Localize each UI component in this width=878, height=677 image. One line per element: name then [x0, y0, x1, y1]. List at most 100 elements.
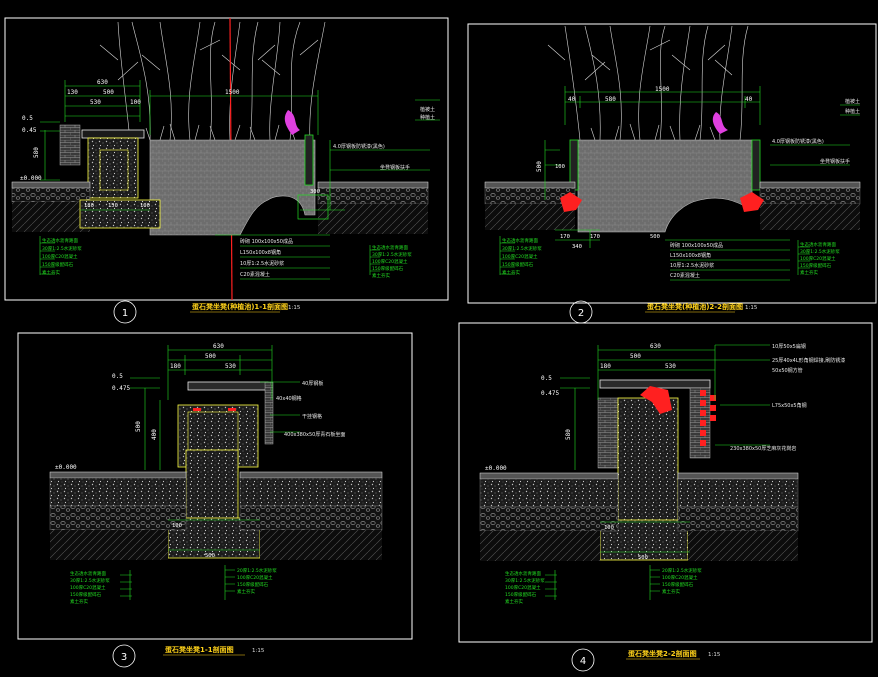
layer: 30厚1:2.5水泥砂浆 [502, 245, 542, 252]
planter-masonry [577, 139, 753, 233]
dim-580: 580 [605, 96, 616, 103]
note: 10厚1:2.5水泥砂浆 [670, 262, 714, 269]
dim-500v: 500 [135, 421, 142, 432]
layer: 150厚级配碎石 [800, 262, 832, 269]
layer: 100厚C20混凝土 [70, 584, 106, 591]
dim-500: 500 [630, 353, 641, 360]
seat-pier [617, 397, 679, 529]
layer: 素土夯实 [42, 269, 60, 276]
elev-045: 0.45 [22, 127, 37, 134]
layer: 30厚1:2.5水泥砂浆 [42, 245, 82, 252]
panel-3: 630 500 180 530 0.5 0.475 500 400 ±0.000… [17, 332, 413, 668]
steel-edge [304, 134, 314, 186]
layer: 150厚级配碎石 [505, 591, 537, 598]
dim-40b: 40 [745, 96, 753, 103]
paving-left [11, 181, 91, 189]
panel-1: 630 130 500 530 100 1500 0.5 0.45 580 ±0… [4, 17, 449, 324]
dim-530: 530 [90, 99, 101, 106]
panel-2-frame [467, 23, 877, 304]
anchor-points [193, 408, 236, 411]
dim-300: 300 [310, 189, 320, 195]
layer: 素土夯实 [800, 269, 818, 276]
note: 4.0厚钢板防锈漆(黑色) [772, 138, 824, 145]
note: 砖砌 100x100x50成品 [240, 238, 293, 245]
soil-left [485, 204, 575, 230]
seat-top [599, 379, 711, 389]
note: C20素混凝土 [670, 272, 700, 279]
circle-number-icon [113, 300, 137, 324]
dimension-lines-4 [545, 344, 770, 600]
panel-number: 4 [580, 656, 586, 667]
note: L150x100x8钢角 [240, 249, 281, 256]
dim-40: 40 [568, 96, 576, 103]
notes-2: 4.0厚钢板防锈漆(黑色) 坐凳钢板扶手 植被土 种植土 砖砌 100x100x… [502, 98, 860, 279]
note: 10厚50x5扁钢 [772, 343, 806, 350]
layer: 素土夯实 [372, 272, 390, 279]
dimension-lines-2 [499, 86, 860, 281]
panel-4: 630 500 530 180 0.5 0.475 580 ±0.000 100… [458, 322, 873, 672]
dim-500: 500 [650, 234, 660, 240]
circle-number-icon [571, 648, 595, 672]
note: 400x380x50厚青石板坐面 [284, 431, 345, 438]
note: 砖砌 100x100x50成品 [670, 242, 723, 249]
panel-number: 3 [121, 652, 127, 663]
dim-630: 630 [213, 343, 224, 350]
panel-scale: 1:15 [745, 305, 758, 311]
layer: 素土夯实 [502, 269, 520, 276]
gravel-right [677, 506, 799, 532]
layer: 150厚级配碎石 [372, 265, 404, 272]
layer: 100厚C20混凝土 [372, 258, 408, 265]
panel-title: 蛋石凳坐凳(种植池)2-2剖面图 [647, 302, 743, 311]
layer: 素土夯实 [70, 598, 88, 605]
soil-left [12, 202, 90, 232]
footing-note: 20厚1:2.5水泥砂浆 [237, 567, 277, 574]
notes-3: 40厚钢板 40x40钢格 400x380x50厚青石板坐面 干挂钢格 生态透水… [70, 380, 345, 605]
elev-zero: ±0.000 [20, 175, 42, 182]
footing-1 [79, 199, 161, 229]
panel-number: 1 [122, 308, 128, 319]
layer: 生态透水沥青路面 [800, 241, 836, 248]
soil-right [760, 204, 860, 230]
layer: 100厚C20混凝土 [42, 253, 78, 260]
elev-zero: ±0.000 [485, 465, 507, 472]
seat-cladding [597, 397, 619, 469]
steel-detail [640, 386, 672, 414]
bamboo-grass-icon [99, 21, 326, 141]
dim-530: 530 [665, 363, 676, 370]
layer: 30厚1:2.5水泥砂浆 [372, 251, 412, 258]
panel-number: 2 [578, 308, 584, 319]
layer: 100厚C20混凝土 [502, 253, 538, 260]
dim-100: 100 [604, 525, 614, 531]
note: C20素混凝土 [240, 271, 270, 278]
soil-left [50, 530, 168, 560]
planter-masonry [149, 139, 316, 236]
layer: 150厚级配碎石 [42, 261, 74, 268]
seat-body [87, 137, 139, 199]
base-right [677, 478, 799, 508]
layer: 生态透水沥青路面 [502, 237, 538, 244]
circle-number-icon [112, 644, 136, 668]
layer: 150厚级配碎石 [70, 591, 102, 598]
note: 25厚40x4L形角钢焊接,刷防锈漆 [772, 357, 845, 364]
plant-detail [284, 110, 300, 135]
dim-580v: 580 [565, 429, 572, 440]
dim-530: 530 [225, 363, 236, 370]
layer: 生态透水沥青路面 [505, 570, 541, 577]
paving-left [484, 181, 576, 189]
steel-edge-right [751, 139, 761, 191]
footing-note: 100厚C20混凝土 [662, 574, 698, 581]
note: 植被土 [420, 106, 435, 113]
paving-right [759, 181, 861, 189]
dim-100: 100 [172, 523, 182, 529]
elev-zero: ±0.000 [55, 464, 77, 471]
gravel-left [11, 187, 91, 203]
footing-note: 150厚级配碎石 [237, 581, 269, 588]
panel-title: 蛋石凳坐凳(种植池)1-1剖面图 [192, 302, 288, 311]
layer: 生态透水沥青路面 [372, 244, 408, 251]
dim-150: 150 [108, 203, 118, 209]
elev-05: 0.5 [112, 373, 123, 380]
dim-180: 180 [600, 363, 611, 370]
note: 10厚1:2.5水泥砂浆 [240, 260, 284, 267]
layer: 100厚C20混凝土 [505, 584, 541, 591]
